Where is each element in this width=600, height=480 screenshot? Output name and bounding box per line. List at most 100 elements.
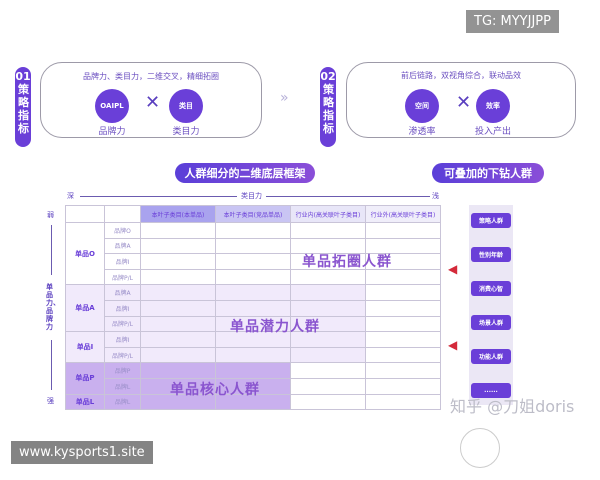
framework-table: 本叶子类目(本单品) 本叶子类目(竞品单品) 行业内(高关联叶子类目) 行业外(… bbox=[65, 205, 441, 411]
brand-cell: 品牌L bbox=[104, 393, 141, 411]
framework-banner: 人群细分的二维底层框架 bbox=[175, 163, 315, 183]
table-cell bbox=[215, 284, 291, 301]
table-cell bbox=[140, 299, 216, 317]
brand-cell: 品牌A bbox=[104, 237, 141, 255]
table-cell bbox=[290, 377, 366, 395]
table-cell bbox=[140, 393, 216, 411]
y-axis-line bbox=[51, 340, 52, 390]
product-cell: 单品P bbox=[65, 362, 105, 395]
table-cell bbox=[140, 315, 216, 333]
strategy-box-1 bbox=[40, 62, 262, 138]
table-cell bbox=[290, 346, 366, 364]
brand-cell: 品牌P bbox=[104, 362, 141, 379]
brand-cell: 品牌I bbox=[104, 253, 141, 270]
strategy-num: 01 bbox=[15, 70, 31, 83]
table-cell bbox=[365, 315, 441, 333]
header-cell bbox=[65, 205, 105, 223]
table-cell bbox=[365, 237, 441, 255]
table-cell bbox=[215, 331, 291, 348]
table-cell bbox=[365, 377, 441, 395]
table-cell bbox=[140, 237, 216, 255]
table-cell bbox=[290, 253, 366, 270]
brand-cell: 品牌I bbox=[104, 299, 141, 317]
region-potential-label: 单品潜力人群 bbox=[230, 319, 320, 335]
watermark-top: TG: MYYJJPP bbox=[466, 10, 559, 33]
drilldown-item[interactable]: 场景人群 bbox=[471, 315, 511, 330]
cross-icon: ✕ bbox=[456, 92, 472, 113]
brand-cell: 品牌O bbox=[104, 222, 141, 239]
table-cell bbox=[290, 315, 366, 333]
header-cell bbox=[104, 205, 141, 223]
y-axis-line bbox=[51, 225, 52, 275]
strategy-label: 策略指标 bbox=[18, 83, 29, 135]
table-cell bbox=[365, 362, 441, 379]
axis-strong: 强 bbox=[47, 397, 54, 405]
table-cell bbox=[365, 268, 441, 286]
drilldown-banner: 可叠加的下钻人群 bbox=[432, 163, 544, 183]
table-cell bbox=[215, 315, 291, 333]
table-cell bbox=[290, 362, 366, 379]
red-arrow-icon: ◀ bbox=[448, 338, 458, 352]
strategy-label: 策略指标 bbox=[323, 83, 334, 135]
table-cell bbox=[140, 284, 216, 301]
circle-decoration bbox=[460, 428, 500, 468]
table-cell bbox=[140, 331, 216, 348]
watermark-bottom: www.kysports1.site bbox=[11, 441, 153, 464]
product-cell: 单品O bbox=[65, 221, 105, 286]
table-cell bbox=[365, 346, 441, 364]
drilldown-item[interactable]: 性别年龄 bbox=[471, 247, 511, 262]
zhihu-watermark: 知乎 @刀姐doris bbox=[450, 397, 575, 416]
red-arrow-icon: ◀ bbox=[448, 262, 458, 276]
header-cell: 行业内(高关联叶子类目) bbox=[290, 205, 366, 223]
header-cell: 本叶子类目(本单品) bbox=[140, 205, 216, 223]
table-cell bbox=[215, 362, 291, 379]
strategy-subtitle: 品牌力、类目力，二维交叉，精细拓圈 bbox=[83, 72, 219, 81]
drilldown-item[interactable]: 功能人群 bbox=[471, 349, 511, 364]
table-cell bbox=[140, 346, 216, 364]
brand-cell: 品牌I bbox=[104, 331, 141, 348]
cross-icon: ✕ bbox=[145, 92, 161, 113]
space-circle: 空间 bbox=[405, 89, 439, 123]
table-cell bbox=[215, 268, 291, 286]
drilldown-item[interactable]: 策略人群 bbox=[471, 213, 511, 228]
table-cell bbox=[365, 393, 441, 411]
drilldown-panel bbox=[469, 205, 513, 405]
table-cell bbox=[290, 284, 366, 301]
brand-cell: 品牌P/L bbox=[104, 346, 141, 364]
table-cell bbox=[290, 222, 366, 239]
category-circle: 类目 bbox=[169, 89, 203, 123]
table-cell bbox=[215, 393, 291, 411]
caption: 类目力 bbox=[172, 127, 200, 137]
caption: 投入产出 bbox=[474, 127, 511, 137]
double-arrow-icon: » bbox=[280, 90, 289, 106]
axis-deep: 深 bbox=[67, 192, 74, 200]
axis-weak: 弱 bbox=[47, 211, 54, 219]
caption: 渗透率 bbox=[408, 127, 436, 137]
strategy-box-2 bbox=[346, 62, 576, 138]
product-cell: 单品I bbox=[65, 331, 105, 364]
table-cell bbox=[215, 346, 291, 364]
region-expand-label: 单品拓圈人群 bbox=[302, 254, 392, 270]
table-cell bbox=[140, 362, 216, 379]
drilldown-item[interactable]: ...... bbox=[471, 383, 511, 398]
strategy-subtitle: 前后链路，双视角综合，联动品效 bbox=[401, 71, 521, 80]
table-cell bbox=[140, 268, 216, 286]
table-cell bbox=[140, 222, 216, 239]
product-cell: 单品L bbox=[65, 393, 105, 411]
table-cell bbox=[365, 253, 441, 270]
table-cell bbox=[365, 299, 441, 317]
axis-shallow: 浅 bbox=[432, 192, 439, 200]
table-cell bbox=[215, 299, 291, 317]
table-cell bbox=[290, 393, 366, 411]
brand-cell: 品牌P/L bbox=[104, 315, 141, 333]
y-axis-label: 单品力、品牌力 bbox=[46, 283, 60, 331]
efficiency-circle: 效率 bbox=[476, 89, 510, 123]
table-cell bbox=[365, 222, 441, 239]
drilldown-item[interactable]: 消费心智 bbox=[471, 281, 511, 296]
brand-cell: 品牌P/L bbox=[104, 268, 141, 286]
product-cell: 单品A bbox=[65, 284, 105, 333]
table-cell bbox=[215, 377, 291, 395]
table-cell bbox=[290, 299, 366, 317]
